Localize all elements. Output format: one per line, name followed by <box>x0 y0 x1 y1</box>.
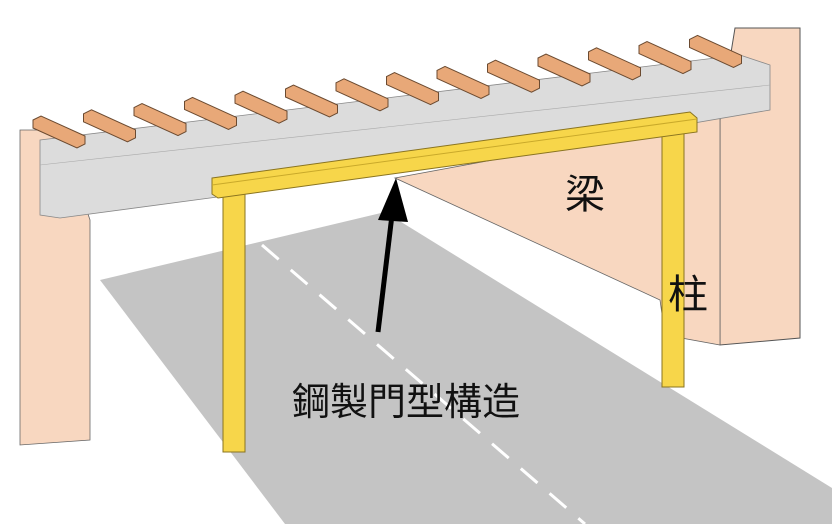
sleeper <box>335 78 389 112</box>
column-label: 柱 <box>668 272 708 318</box>
sleeper <box>83 109 136 143</box>
sleeper <box>184 96 237 130</box>
road <box>100 212 832 524</box>
sleeper <box>436 65 490 99</box>
sleeper <box>588 47 641 81</box>
sleeper <box>234 90 288 124</box>
sleeper <box>285 84 338 118</box>
sleeper <box>638 41 692 75</box>
portal-top-beam <box>211 111 698 199</box>
sleepers <box>32 34 742 149</box>
portal-right-column <box>661 124 685 388</box>
arrow-head-icon <box>378 178 408 222</box>
sleeper <box>537 53 591 87</box>
steel-portal-frame <box>211 111 698 453</box>
portal-left-column <box>222 189 246 453</box>
sleeper <box>386 72 439 106</box>
beam-label: 梁 <box>565 172 605 218</box>
arrow-shaft <box>375 214 395 333</box>
sleeper <box>487 59 540 93</box>
portal-label: 鋼製門型構造 <box>292 380 520 424</box>
road-centerline <box>261 243 586 524</box>
sleeper <box>133 103 187 137</box>
sleeper <box>689 34 742 68</box>
sleeper <box>32 115 86 149</box>
